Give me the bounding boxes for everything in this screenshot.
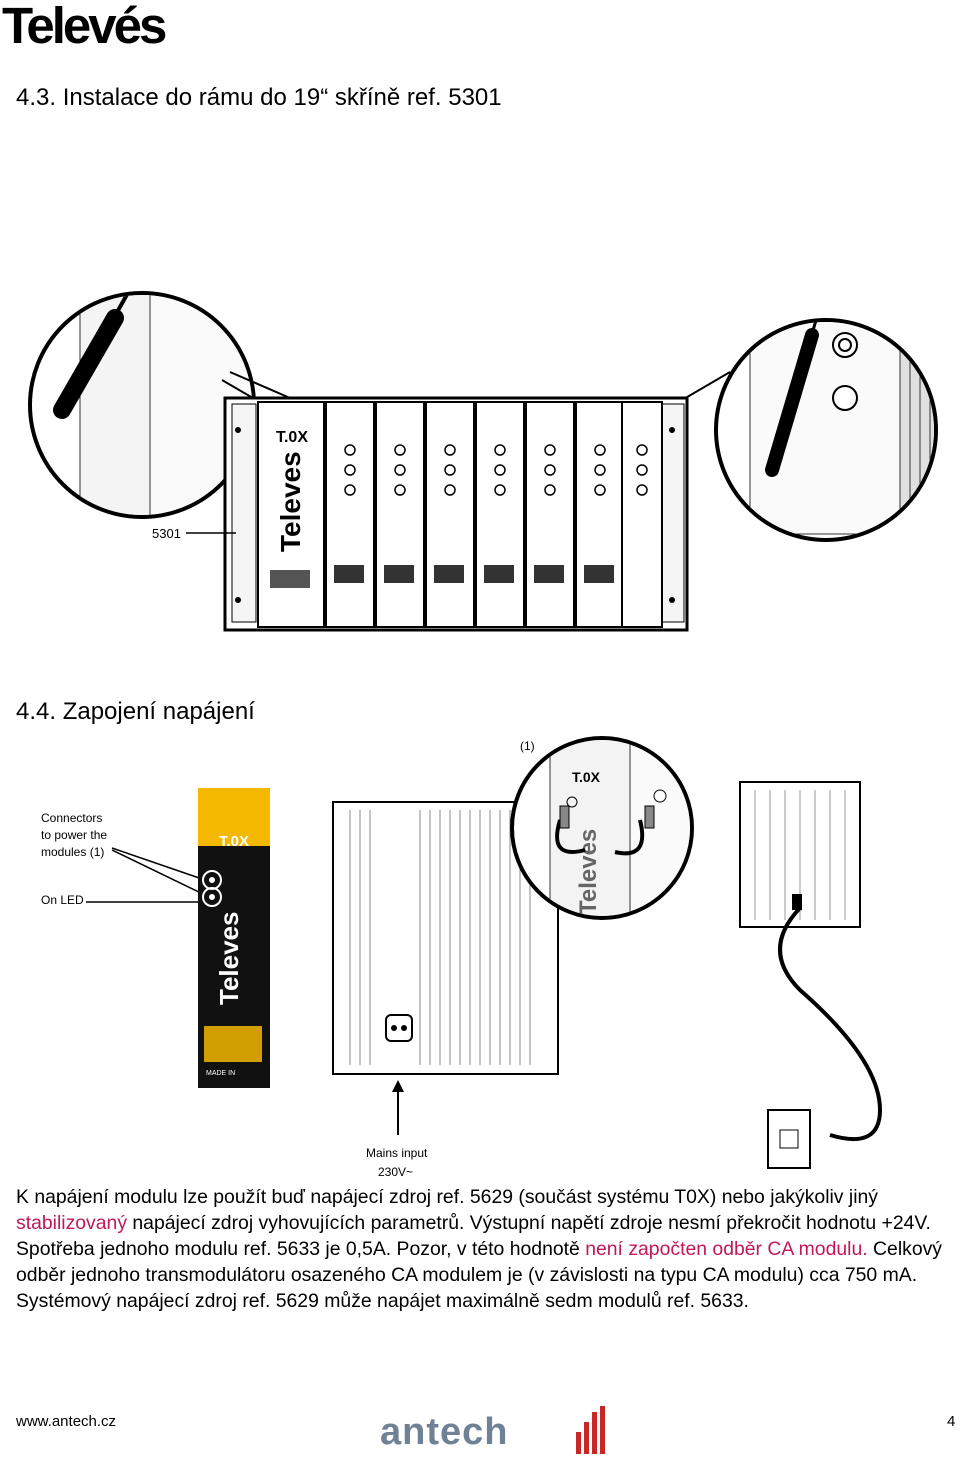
body-text-red-stabilizovany: stabilizovaný (16, 1212, 128, 1234)
zoom-circle-connectors: T.0X Televes (510, 736, 694, 920)
module-brand: T.0X (219, 833, 249, 850)
antech-logo: antech (380, 1406, 605, 1454)
body-paragraph: K napájení modulu lze použít buď napájec… (16, 1184, 956, 1314)
mains-input-label: Mains input (366, 1146, 428, 1160)
zoom-circle-right (714, 318, 938, 542)
body-text-red-ca-modul: není započten odběr CA modulu. (585, 1238, 868, 1260)
body-text-part-b: napájecí zdroj vyhovujících parametrů. V… (16, 1212, 931, 1260)
rack-ref-label: 5301 (152, 526, 181, 541)
module-vertical-brand: Televes (214, 912, 244, 1005)
body-text-part-c: Celkový odběr jednoho transmodulátoru os… (16, 1238, 942, 1286)
rack-vertical-brand: Televes (275, 451, 306, 552)
page-number: 4 (947, 1413, 956, 1430)
made-in-label: MADE IN (206, 1070, 235, 1077)
rack-module-brand-psu: T.0X (276, 429, 308, 446)
connectors-label-line1: Connectors (41, 811, 102, 825)
section-4-3-title: 4.3. Instalace do rámu do 19“ skříně ref… (16, 84, 502, 111)
body-text-system-psu: Systémový napájecí zdroj ref. 5629 může … (16, 1290, 749, 1312)
zoom-circle-left (28, 291, 256, 519)
connectors-label-line2: to power the (41, 828, 107, 842)
section-4-4-title: 4.4. Zapojení napájení (16, 698, 255, 725)
antech-logo-text: antech (380, 1411, 508, 1453)
on-led-label: On LED (41, 893, 84, 907)
connectors-label-line3: modules (1) (41, 845, 104, 859)
module-front-panel: T.0X Televes MADE IN (198, 788, 270, 1088)
body-text-part-a: K napájení modulu lze použít buď napájec… (16, 1186, 878, 1208)
power-connection-figure: Connectors to power the modules (1) On L… (41, 736, 883, 1179)
rack-installation-figure: T.0X Televes (28, 291, 938, 632)
zoom-vertical-brand: Televes (575, 829, 602, 915)
televes-logo: Televés (2, 0, 167, 54)
footer-url[interactable]: www.antech.cz (16, 1413, 117, 1430)
zoom-module-brand: T.0X (572, 769, 601, 785)
mains-voltage-label: 230V~ (378, 1165, 413, 1179)
callout-1-label: (1) (520, 739, 535, 753)
power-supply-side-view (739, 781, 861, 928)
rack-5301: T.0X Televes (223, 396, 689, 632)
